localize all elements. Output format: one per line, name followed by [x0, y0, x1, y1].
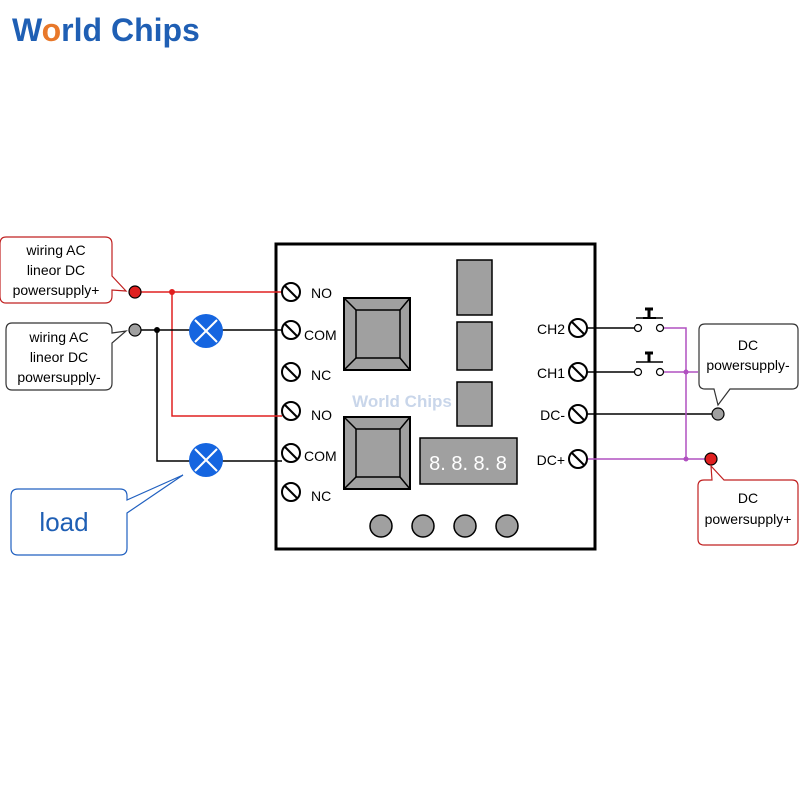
svg-text:powersupply-: powersupply- — [17, 369, 101, 385]
input-terminal-block: CH2 CH1 DC- DC+ — [537, 318, 588, 469]
svg-text:powersupply+: powersupply+ — [13, 282, 100, 298]
svg-text:wiring AC: wiring AC — [25, 242, 85, 258]
terminal-label-ch2: CH2 — [537, 321, 565, 337]
svg-text:wiring AC: wiring AC — [28, 329, 88, 345]
screw-terminal[interactable] — [568, 404, 588, 424]
callout-load: load — [10, 474, 184, 556]
push-button-ch2[interactable] — [633, 307, 665, 333]
ac-minus-terminal[interactable] — [128, 323, 142, 337]
junction-dot — [683, 456, 689, 462]
terminal-label-nc: NC — [311, 367, 331, 383]
callout-ac-minus: wiring AC lineor DC powersupply- — [5, 322, 128, 391]
svg-text:powersupply+: powersupply+ — [705, 511, 792, 527]
svg-text:lineor DC: lineor DC — [27, 262, 85, 278]
component-3 — [456, 381, 493, 427]
live-wire — [135, 291, 282, 417]
module-board — [274, 242, 597, 551]
screw-terminal[interactable] — [281, 482, 301, 502]
svg-text:lineor DC: lineor DC — [30, 349, 88, 365]
brand-logo: World Chips — [12, 12, 200, 48]
terminal-label-no: NO — [311, 285, 332, 301]
relay-1 — [343, 297, 411, 371]
callout-ac-plus: wiring AC lineor DC powersupply+ — [0, 236, 128, 304]
screw-terminal[interactable] — [568, 362, 588, 382]
callout-dc-plus: DC powersupply+ — [697, 464, 799, 546]
board-button-3[interactable] — [453, 514, 477, 538]
screw-terminal[interactable] — [281, 282, 301, 302]
dc-minus-terminal[interactable] — [711, 407, 725, 421]
junction-dot — [169, 289, 175, 295]
callout-dc-minus: DC powersupply- — [698, 323, 799, 407]
junction-dot — [154, 327, 160, 333]
svg-text:powersupply-: powersupply- — [706, 357, 790, 373]
watermark-text: World Chips — [352, 392, 452, 411]
terminal-label-ch1: CH1 — [537, 365, 565, 381]
terminal-label-dc-minus: DC- — [540, 407, 565, 423]
component-1 — [456, 259, 493, 316]
board-button-4[interactable] — [495, 514, 519, 538]
terminal-label-com: COM — [304, 327, 337, 343]
screw-terminal[interactable] — [281, 443, 301, 463]
terminal-label-com: COM — [304, 448, 337, 464]
dc-plus-terminal[interactable] — [704, 452, 718, 466]
screw-terminal[interactable] — [568, 318, 588, 338]
led-display: 8. 8. 8. 8 — [419, 437, 518, 485]
screw-terminal[interactable] — [281, 401, 301, 421]
relay-terminal-block: NO COM NC NO COM NC — [281, 282, 337, 504]
screw-terminal[interactable] — [568, 449, 588, 469]
terminal-label-nc: NC — [311, 488, 331, 504]
relay-2 — [343, 416, 411, 490]
board-button-1[interactable] — [369, 514, 393, 538]
load-label: load — [39, 507, 88, 537]
svg-text:DC: DC — [738, 337, 758, 353]
push-button-ch1[interactable] — [633, 351, 665, 377]
ac-plus-terminal[interactable] — [128, 285, 142, 299]
terminal-label-dc-plus: DC+ — [537, 452, 565, 468]
logo-text: World Chips — [12, 12, 200, 48]
svg-text:DC: DC — [738, 490, 758, 506]
lamp-icon — [189, 314, 223, 348]
screw-terminal[interactable] — [281, 362, 301, 382]
junction-dot — [683, 369, 689, 375]
screw-terminal[interactable] — [281, 320, 301, 340]
neutral-wire — [135, 329, 282, 462]
dc-wires — [587, 327, 718, 460]
display-digits: 8. 8. 8. 8 — [429, 453, 507, 475]
lamp-icon — [189, 443, 223, 477]
board-button-2[interactable] — [411, 514, 435, 538]
component-2 — [456, 321, 493, 371]
terminal-label-no: NO — [311, 407, 332, 423]
